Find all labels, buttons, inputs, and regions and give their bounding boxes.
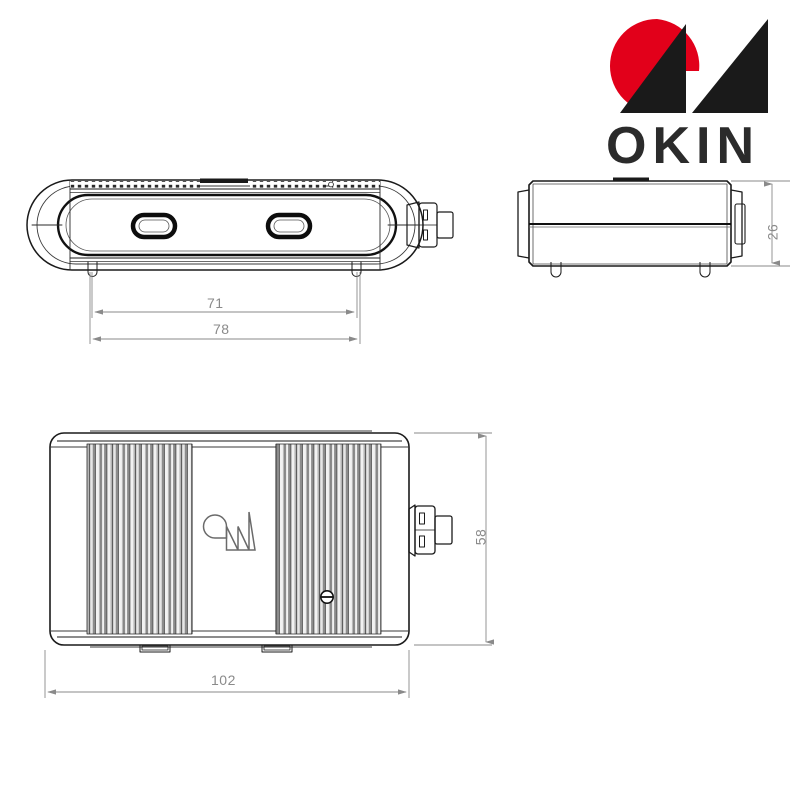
dimension-71: [91, 272, 358, 318]
dimension-label-102: 102: [211, 672, 236, 688]
top-view-left-fin-bank: [86, 443, 193, 635]
side-view-outer-shell: [26, 179, 424, 271]
side-view-feet: [87, 261, 362, 277]
side-view-knurled-edge: [70, 178, 380, 188]
side-view-seam-lines: [69, 188, 381, 262]
dimension-102: [44, 650, 410, 698]
okin-mountain-triangle-left: [620, 24, 686, 113]
okin-wordmark: OKIN: [606, 117, 760, 174]
end-view-flanges: [517, 189, 746, 259]
dimension-label-58: 58: [472, 528, 489, 546]
dimension-label-71: 71: [207, 295, 224, 311]
dimension-label-78: 78: [213, 321, 230, 337]
side-view-button-left[interactable]: [130, 212, 178, 240]
top-view-feet: [139, 645, 293, 653]
top-view-center-panel: [191, 444, 277, 634]
okin-brand-logo: OKIN: [600, 14, 800, 174]
end-view: [517, 177, 746, 278]
top-view: [49, 430, 453, 653]
top-view-outer-shell: [49, 430, 410, 648]
side-view-button-right[interactable]: [265, 212, 313, 240]
side-view-endcap-lines: [31, 179, 419, 271]
top-view-right-fin-bank: [275, 443, 382, 635]
okin-mountain-triangle-right: [692, 19, 768, 113]
dimension-78: [89, 272, 361, 344]
side-view-front-face: [56, 193, 398, 257]
end-view-feet: [550, 262, 711, 278]
dimension-label-26: 26: [764, 223, 781, 241]
end-view-top-tab: [596, 177, 666, 182]
top-view-slotted-screw: [319, 589, 334, 604]
okin-logo-svg: OKIN: [606, 18, 768, 174]
top-view-cable-gland-connector: [408, 504, 453, 557]
top-view-embossed-okin-logo: [202, 511, 256, 551]
side-view: [26, 178, 454, 277]
dimension-26: [731, 180, 790, 267]
dimension-58: [414, 432, 495, 646]
side-view-cable-gland-connector: [406, 201, 454, 249]
end-view-seam: [529, 223, 731, 228]
